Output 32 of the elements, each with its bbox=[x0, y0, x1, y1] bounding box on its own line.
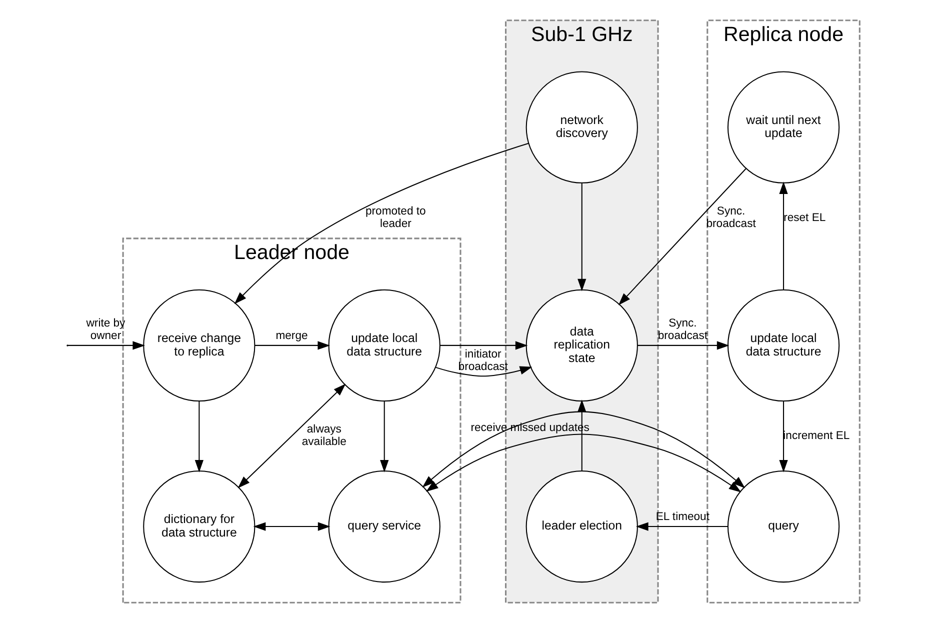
arrow bbox=[618, 168, 746, 306]
arrow bbox=[779, 401, 788, 472]
edge-label: merge bbox=[276, 330, 308, 342]
node-circle: wait until next update bbox=[727, 71, 840, 184]
arrow bbox=[194, 401, 204, 472]
arrow bbox=[238, 384, 346, 488]
arrow bbox=[435, 341, 532, 377]
arrow bbox=[578, 183, 586, 292]
edge-label: always available bbox=[302, 424, 346, 448]
arrow bbox=[234, 142, 529, 304]
edge-label: reset EL bbox=[784, 212, 826, 224]
edge-label: Sync. broadcast bbox=[658, 318, 708, 342]
node-circle: update local data structure bbox=[727, 289, 840, 402]
arrow bbox=[422, 411, 746, 492]
arrow bbox=[380, 401, 389, 472]
arrow bbox=[779, 182, 788, 290]
node-circle: data replication state bbox=[526, 289, 638, 402]
arrow bbox=[254, 341, 330, 350]
node-circle: network discovery bbox=[526, 71, 638, 184]
arrow bbox=[68, 341, 146, 350]
node-circle: dictionary for data structure bbox=[143, 470, 256, 583]
node-circle: receive change to replica bbox=[143, 289, 256, 402]
edge-label: Sync. broadcast bbox=[706, 206, 756, 230]
arrow bbox=[638, 341, 730, 350]
edge-label: EL timeout bbox=[656, 511, 710, 524]
node-circle: update local data structure bbox=[328, 289, 440, 402]
arrow bbox=[253, 522, 330, 531]
node-circle: leader election bbox=[526, 470, 638, 583]
edge-label: increment EL bbox=[783, 430, 850, 442]
edge-label: promoted to leader bbox=[366, 206, 426, 230]
arrow bbox=[636, 522, 728, 531]
arrow bbox=[578, 400, 586, 471]
